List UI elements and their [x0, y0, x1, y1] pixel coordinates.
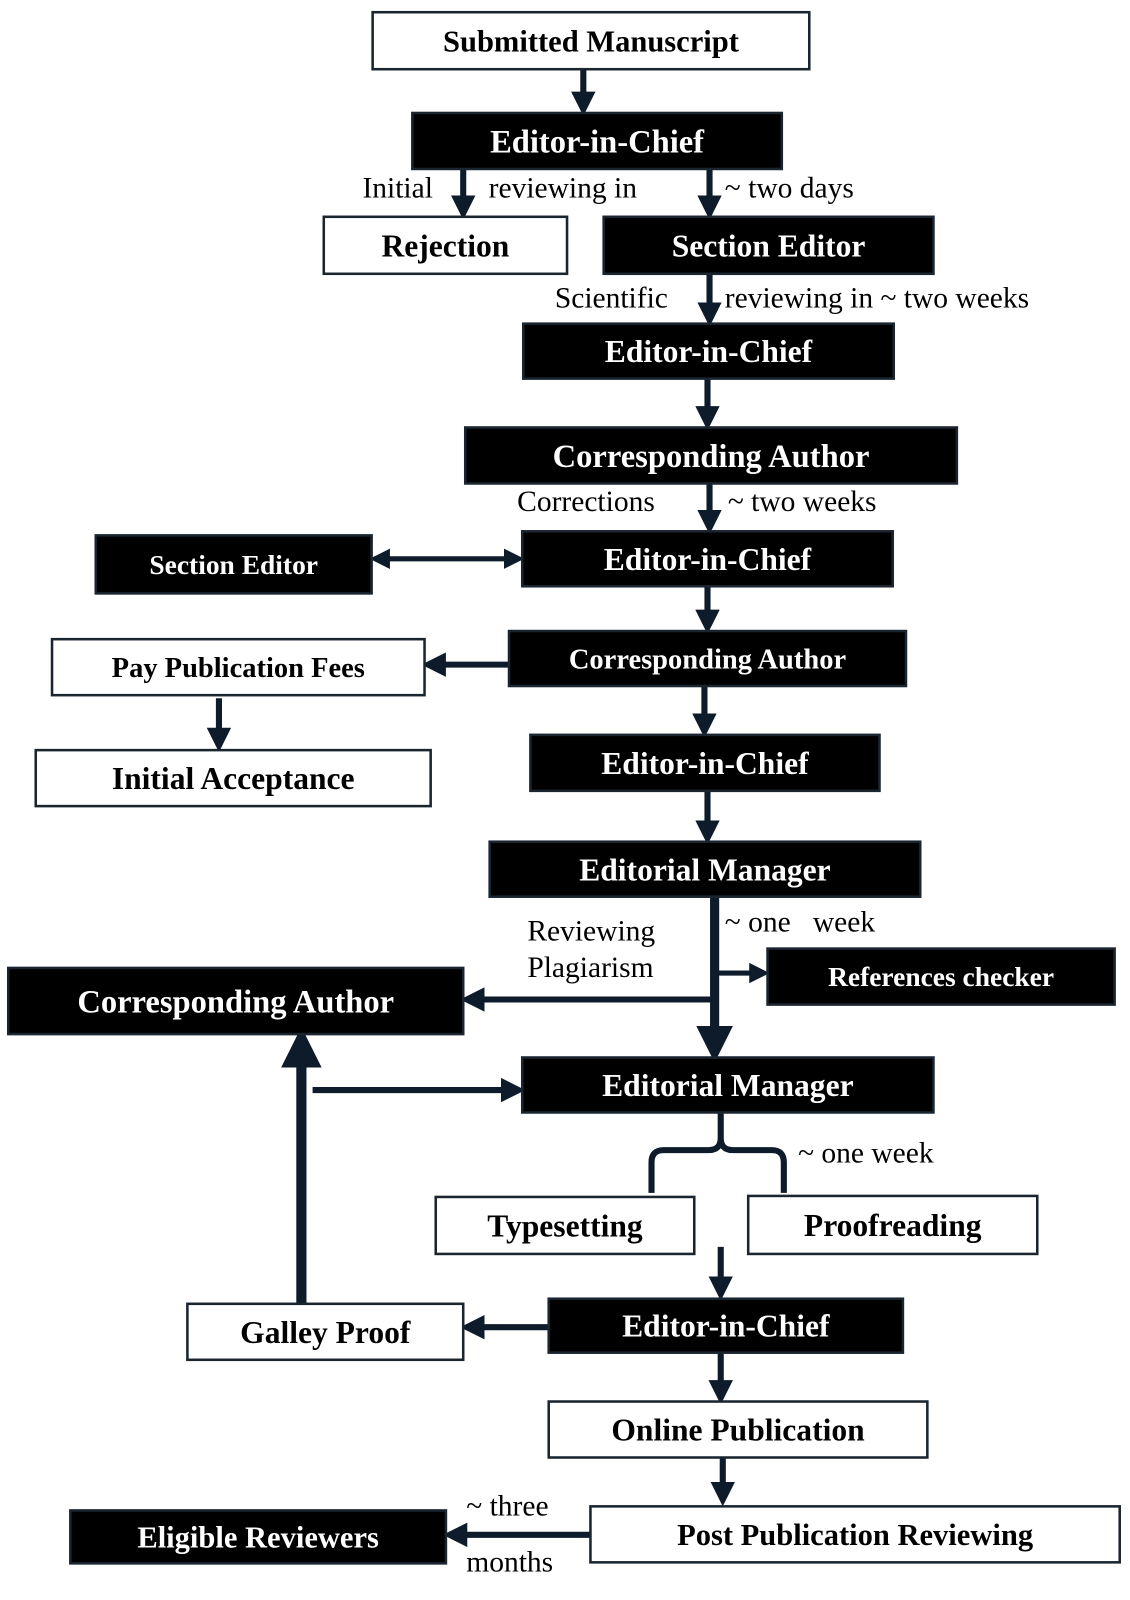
box-editorial-manager1: Editorial Manager: [488, 840, 922, 898]
box-references-checker: References checker: [766, 947, 1116, 1006]
label-reviewing: Reviewing: [527, 915, 655, 947]
box-label: Section Editor: [149, 550, 318, 580]
label-months: months: [466, 1547, 553, 1579]
box-label: Editorial Manager: [602, 1068, 853, 1103]
label-scientific: Scientific: [555, 282, 668, 314]
label-reviewing-in: reviewing in: [489, 172, 638, 204]
box-frame: [507, 629, 908, 688]
box-section-editor1: Section Editor: [602, 215, 935, 276]
label-reviewing-two-weeks: reviewing in ~ two weeks: [725, 282, 1029, 314]
box-frame: [6, 966, 465, 1036]
box-label: Editorial Manager: [579, 852, 830, 887]
box-frame: [50, 637, 426, 697]
box-frame: [766, 947, 1116, 1006]
brace-connector: [648, 1112, 787, 1193]
box-frame: [520, 530, 895, 588]
box-label: Corresponding Author: [77, 984, 394, 1020]
box-label: Typesetting: [487, 1208, 643, 1243]
box-label: Submitted Manuscript: [443, 24, 740, 58]
box-frame: [520, 1056, 935, 1114]
box-label: Eligible Reviewers: [137, 1521, 379, 1555]
label-one-week-b: ~ one week: [798, 1137, 934, 1169]
label-corrections: Corrections: [517, 486, 655, 518]
box-section-editor2: Section Editor: [94, 534, 373, 595]
box-editorial-manager2: Editorial Manager: [520, 1056, 935, 1114]
box-frame: [529, 733, 881, 793]
box-typesetting: Typesetting: [434, 1195, 696, 1256]
label-three: ~ three: [466, 1491, 548, 1523]
box-eic4: Editor-in-Chief: [529, 733, 881, 793]
label-two-days: ~ two days: [725, 172, 854, 204]
box-frame: [322, 215, 569, 276]
box-label: Rejection: [381, 228, 509, 263]
box-pay-fees: Pay Publication Fees: [50, 637, 426, 697]
box-initial-acceptance: Initial Acceptance: [34, 748, 432, 808]
box-label: Section Editor: [672, 228, 866, 263]
box-frame: [547, 1400, 929, 1459]
box-corr-author2: Corresponding Author: [507, 629, 908, 688]
box-frame: [186, 1302, 465, 1362]
box-frame: [602, 215, 935, 276]
box-frame: [589, 1505, 1121, 1564]
box-frame: [434, 1195, 696, 1256]
box-eic5: Editor-in-Chief: [547, 1297, 905, 1354]
box-label: Editor-in-Chief: [604, 542, 812, 577]
box-eic2: Editor-in-Chief: [521, 322, 896, 380]
box-label: Initial Acceptance: [112, 761, 355, 796]
box-frame: [488, 840, 922, 898]
box-label: Corresponding Author: [553, 439, 870, 475]
box-eic1: Editor-in-Chief: [411, 111, 784, 171]
box-label: Editor-in-Chief: [490, 124, 705, 160]
box-submitted: Submitted Manuscript: [371, 10, 811, 71]
box-corr-author1: Corresponding Author: [463, 426, 959, 485]
box-galley-proof: Galley Proof: [186, 1302, 465, 1362]
box-frame: [69, 1509, 448, 1565]
box-frame: [746, 1194, 1039, 1256]
box-frame: [547, 1297, 905, 1354]
box-eic3: Editor-in-Chief: [520, 530, 895, 588]
box-online-publication: Online Publication: [547, 1400, 929, 1459]
box-label: Corresponding Author: [569, 644, 847, 675]
box-label: Editor-in-Chief: [605, 334, 813, 369]
box-label: Proofreading: [804, 1208, 982, 1243]
box-label: Pay Publication Fees: [112, 653, 365, 684]
box-label: Editor-in-Chief: [622, 1309, 830, 1344]
box-label: Galley Proof: [240, 1315, 411, 1350]
box-frame: [94, 534, 373, 595]
label-initial: Initial: [362, 172, 432, 204]
box-label: Post Publication Reviewing: [677, 1518, 1033, 1552]
arrows-layer: [206, 69, 787, 1548]
box-frame: [463, 426, 959, 485]
box-frame: [371, 10, 811, 71]
box-frame: [521, 322, 896, 380]
label-one-week-a: ~ one week: [725, 906, 876, 938]
box-label: References checker: [828, 962, 1054, 992]
box-eligible-reviewers: Eligible Reviewers: [69, 1509, 448, 1565]
box-label: Online Publication: [611, 1413, 865, 1448]
box-post-publication: Post Publication Reviewing: [589, 1505, 1121, 1564]
box-frame: [411, 111, 784, 171]
box-label: Editor-in-Chief: [601, 746, 809, 781]
boxes-layer: Submitted ManuscriptEditor-in-ChiefRejec…: [6, 10, 1121, 1565]
box-proofreading: Proofreading: [746, 1194, 1039, 1256]
label-two-weeks: ~ two weeks: [728, 486, 877, 518]
box-frame: [34, 748, 432, 808]
label-plagiarism: Plagiarism: [527, 952, 653, 984]
box-rejection: Rejection: [322, 215, 569, 276]
box-corr-author3: Corresponding Author: [6, 966, 465, 1036]
